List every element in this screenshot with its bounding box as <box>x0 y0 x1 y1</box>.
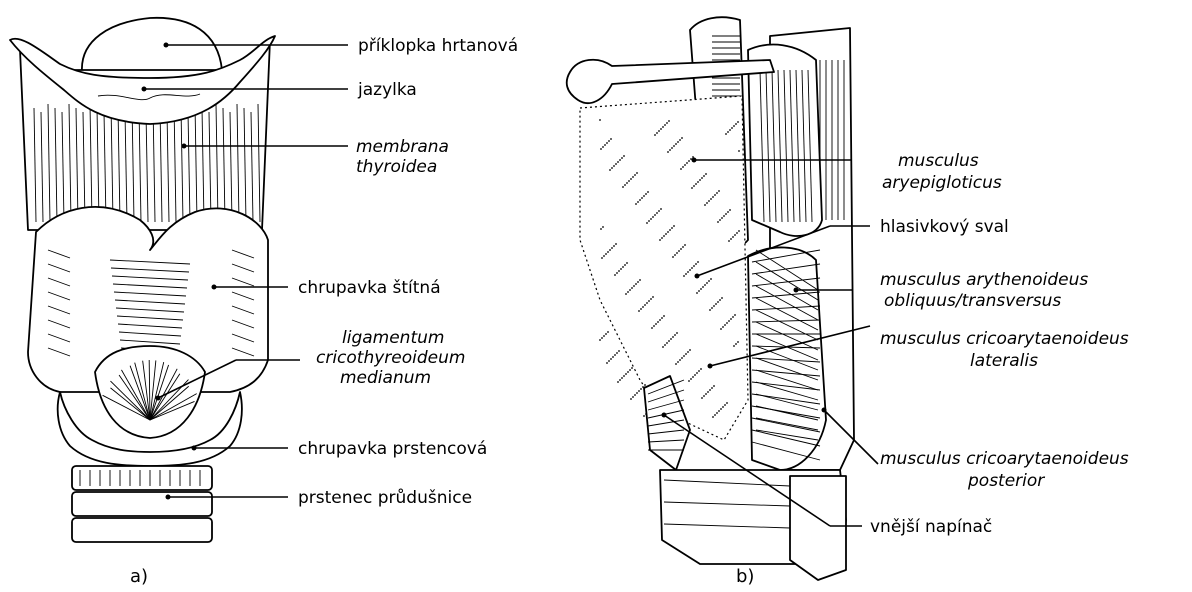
label-arytenoideus-line1: musculus arythenoideus <box>880 270 1088 290</box>
label-cricoid-cartilage: chrupavka prstencová <box>298 439 487 459</box>
label-thyroid-cartilage: chrupavka štítná <box>298 278 441 298</box>
panel-b-drawing <box>567 17 854 580</box>
label-crico-post-line2: posterior <box>967 471 1045 491</box>
label-tracheal-ring: prstenec průdušnice <box>298 488 472 508</box>
label-crico-lat-line1: musculus cricoarytaenoideus <box>880 329 1129 349</box>
label-ligamentum-line1: ligamentum <box>342 328 444 348</box>
label-crico-lat-line2: lateralis <box>970 351 1038 371</box>
label-membrana-line1: membrana <box>356 137 449 157</box>
caption-panel-a: a) <box>130 566 148 587</box>
label-ligamentum-line2: cricothyreoideum <box>316 348 465 368</box>
label-ligamentum-line3: medianum <box>340 368 431 388</box>
label-aryepiglotticus-line2: aryepigloticus <box>882 173 1002 193</box>
label-arytenoideus-line2: obliquus/transversus <box>884 291 1061 311</box>
label-membrana-line2: thyroidea <box>356 157 437 177</box>
label-external-tensor: vnější napínač <box>870 517 992 537</box>
label-epiglottis: příklopka hrtanová <box>358 36 518 56</box>
label-aryepiglotticus-line1: musculus <box>898 151 979 171</box>
label-vocal-muscle: hlasivkový sval <box>880 217 1009 237</box>
label-crico-post-line1: musculus cricoarytaenoideus <box>880 449 1129 469</box>
caption-panel-b: b) <box>736 566 754 587</box>
panel-a-drawing <box>10 18 275 542</box>
label-hyoid: jazylka <box>357 80 417 100</box>
